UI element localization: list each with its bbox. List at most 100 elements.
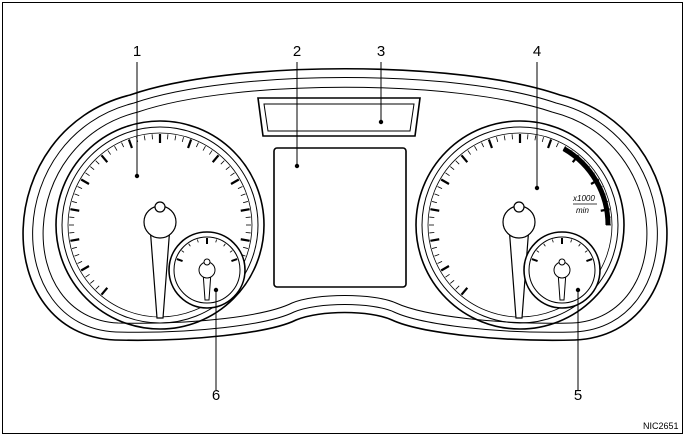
callout-label-4: 4: [533, 43, 541, 60]
scale-tick: [240, 208, 250, 212]
scale-tick: [208, 150, 213, 155]
scale-tick: [71, 246, 78, 249]
callout-label-1: 1: [133, 43, 141, 60]
scale-tick: [445, 273, 450, 278]
scale-tick: [431, 246, 438, 249]
scale-tick: [237, 186, 243, 190]
scale-tick: [586, 258, 593, 263]
scale-tick: [95, 285, 100, 290]
scale-tick: [220, 160, 225, 165]
scale-tick: [487, 139, 493, 149]
scale-tick: [100, 154, 109, 163]
scale-tick: [440, 178, 450, 185]
left-small-gauge: [168, 231, 246, 309]
scale-tick: [240, 238, 250, 242]
scale-tick: [127, 139, 133, 149]
scale-tick: [195, 142, 199, 148]
scale-tick: [551, 239, 554, 243]
callout-label-6: 6: [212, 387, 220, 404]
right-small-gauge: [523, 231, 601, 309]
scale-tick: [90, 166, 95, 171]
scale-tick: [181, 250, 185, 253]
scale-tick: [503, 135, 506, 141]
scale-tick: [95, 160, 100, 165]
scale-tick: [114, 145, 118, 151]
scale-tick: [80, 265, 90, 272]
tachometer-unit-bottom: min: [576, 206, 589, 215]
tachometer-redline-arc: [562, 146, 611, 226]
scale-tick: [77, 186, 83, 190]
scale-tick: [460, 154, 469, 163]
callout-labels: 1 2 3 4 5 6: [133, 43, 582, 404]
callout-dot-1: [134, 173, 140, 179]
scale-tick: [107, 150, 112, 155]
speedometer-needle: [143, 201, 177, 319]
scale-tick: [455, 160, 460, 165]
scale-tick: [430, 208, 440, 212]
scale-tick: [85, 273, 90, 278]
scale-tick: [555, 142, 559, 148]
tachometer-unit-top: x1000: [572, 194, 595, 203]
scale-tick: [121, 142, 125, 148]
scale-tick: [100, 287, 109, 296]
callout-label-5: 5: [574, 387, 582, 404]
scale-tick: [445, 172, 450, 177]
scale-tick: [547, 139, 553, 149]
callout-leaders: [134, 62, 581, 390]
scale-tick: [80, 178, 90, 185]
callout-dot-2: [294, 163, 300, 169]
scale-tick: [440, 265, 450, 272]
scale-tick: [584, 250, 588, 253]
scale-tick: [431, 201, 438, 204]
scale-tick: [174, 135, 177, 141]
scale-tick: [570, 239, 573, 243]
cluster-housing: [22, 67, 668, 342]
scale-tick: [71, 201, 78, 204]
figure-reference: NIC2651: [643, 421, 679, 431]
scale-tick: [188, 243, 191, 247]
scale-tick: [242, 246, 249, 249]
scale-tick: [85, 172, 90, 177]
tachometer-needle: [502, 201, 536, 319]
callout-dot-4: [534, 185, 540, 191]
scale-tick: [437, 260, 443, 264]
upper-indicator-display: [257, 97, 421, 137]
scale-tick: [70, 238, 80, 242]
scale-tick: [543, 243, 546, 247]
callout-label-3: 3: [377, 43, 385, 60]
scale-tick: [455, 285, 460, 290]
scale-tick: [437, 186, 443, 190]
scale-tick: [481, 142, 485, 148]
scale-tick: [430, 238, 440, 242]
multifunction-display: [273, 147, 407, 288]
scale-tick: [496, 136, 499, 143]
scale-tick: [202, 145, 206, 151]
scale-tick: [77, 260, 83, 264]
scale-tick: [211, 154, 220, 163]
scale-tick: [143, 135, 146, 141]
scale-tick: [536, 250, 540, 253]
scale-tick: [90, 279, 95, 284]
scale-tick: [74, 254, 80, 257]
scale-tick: [578, 243, 581, 247]
scale-tick: [460, 287, 469, 296]
scale-tick: [187, 139, 193, 149]
scale-tick: [450, 166, 455, 171]
scale-tick: [176, 258, 183, 263]
scale-tick: [534, 135, 537, 141]
scale-tick: [231, 258, 238, 263]
scale-tick: [223, 243, 226, 247]
scale-tick: [434, 254, 440, 257]
scale-tick: [242, 201, 249, 204]
scale-tick: [181, 136, 184, 143]
scale-tick: [474, 145, 478, 151]
scale-tick: [229, 250, 233, 253]
scale-tick: [541, 136, 544, 143]
scale-tick: [74, 193, 80, 196]
callout-label-2: 2: [293, 43, 301, 60]
callout-dot-3: [378, 119, 384, 125]
callout-dot-6: [213, 287, 219, 293]
scale-tick: [434, 193, 440, 196]
callout-dot-5: [575, 287, 581, 293]
